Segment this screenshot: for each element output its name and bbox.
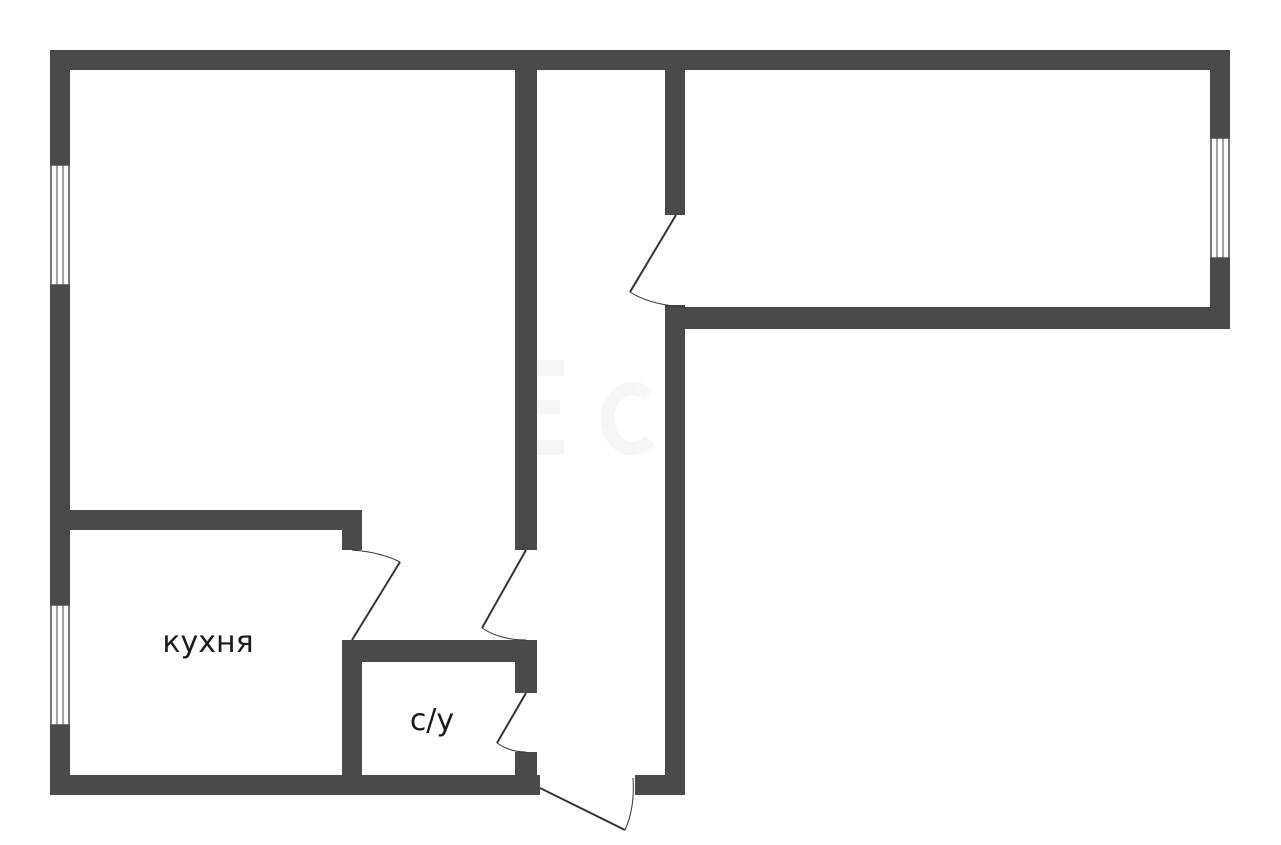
door-right-room [629, 214, 686, 308]
wall-partition-right-room [665, 50, 685, 215]
room-label-bathroom: с/у [410, 703, 454, 738]
walls [50, 50, 1230, 795]
wall-bottom-left [50, 775, 540, 795]
window-right [1210, 137, 1230, 259]
wall-kitchen-door-jamb [342, 510, 362, 550]
watermark-logo [518, 360, 656, 456]
room-label-kitchen: кухня [162, 625, 253, 660]
wall-bathroom-top [342, 640, 537, 662]
wall-right-lower [1210, 258, 1230, 329]
window-left-lower [50, 604, 70, 726]
windows [50, 137, 1230, 726]
door-kitchen [351, 549, 401, 641]
door-bathroom [496, 692, 527, 753]
wall-left-upper [50, 50, 70, 165]
door-entrance [539, 777, 634, 831]
wall-corridor-right [665, 305, 685, 795]
wall-bathroom-left [342, 640, 362, 795]
wall-partition-left-room [515, 50, 537, 550]
wall-left-middle [50, 285, 70, 605]
wall-right-upper [1210, 50, 1230, 138]
door-left-room [481, 549, 527, 641]
doors [351, 214, 686, 831]
wall-right-room-bottom [665, 307, 1230, 329]
wall-bathroom-right-upper [515, 640, 537, 693]
wall-bathroom-right-lower [515, 752, 537, 795]
wall-kitchen-top [50, 510, 362, 530]
wall-top [50, 50, 1230, 70]
window-left-upper [50, 164, 70, 286]
